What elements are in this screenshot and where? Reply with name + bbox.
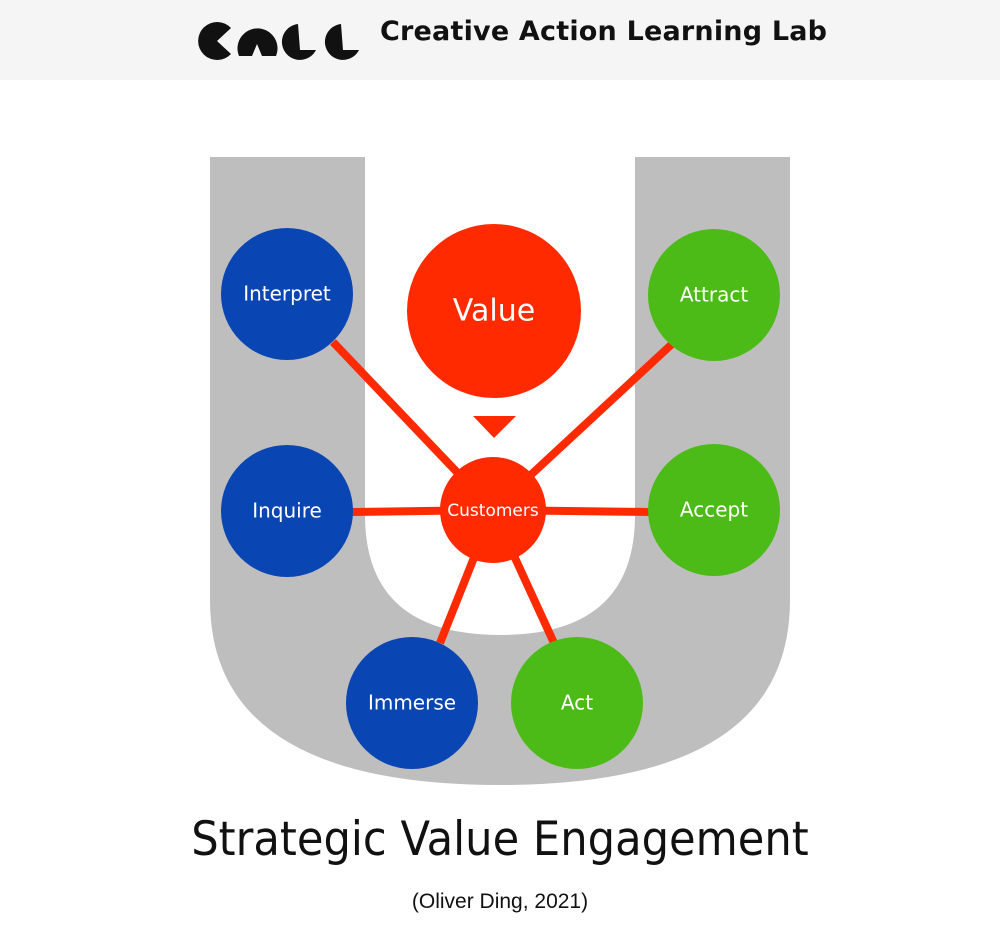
accept-label: Accept [680, 498, 748, 522]
accept-circle [648, 444, 780, 576]
attract-circle [648, 229, 780, 361]
header-bar: Creative Action Learning Lab [0, 0, 1000, 80]
interpret-circle [221, 228, 353, 360]
inquire-circle [221, 445, 353, 577]
u-track [210, 157, 790, 785]
diagram-title: Strategic Value Engagement [191, 812, 809, 867]
immerse-circle [346, 637, 478, 769]
attract-label: Attract [680, 283, 748, 307]
diagram-attribution: (Oliver Ding, 2021) [411, 890, 589, 913]
customers-circle [440, 457, 546, 563]
value-label: Value [453, 294, 535, 329]
interpret-label: Interpret [243, 282, 331, 306]
call-logo-icon [198, 22, 359, 60]
act-circle [511, 637, 643, 769]
inquire-label: Inquire [252, 499, 322, 523]
act-label: Act [561, 691, 593, 715]
immerse-label: Immerse [368, 691, 456, 715]
brand-name: Creative Action Learning Lab [380, 16, 828, 47]
customers-label: Customers [447, 501, 539, 521]
down-arrow-icon [473, 416, 516, 438]
value-circle [407, 224, 581, 398]
